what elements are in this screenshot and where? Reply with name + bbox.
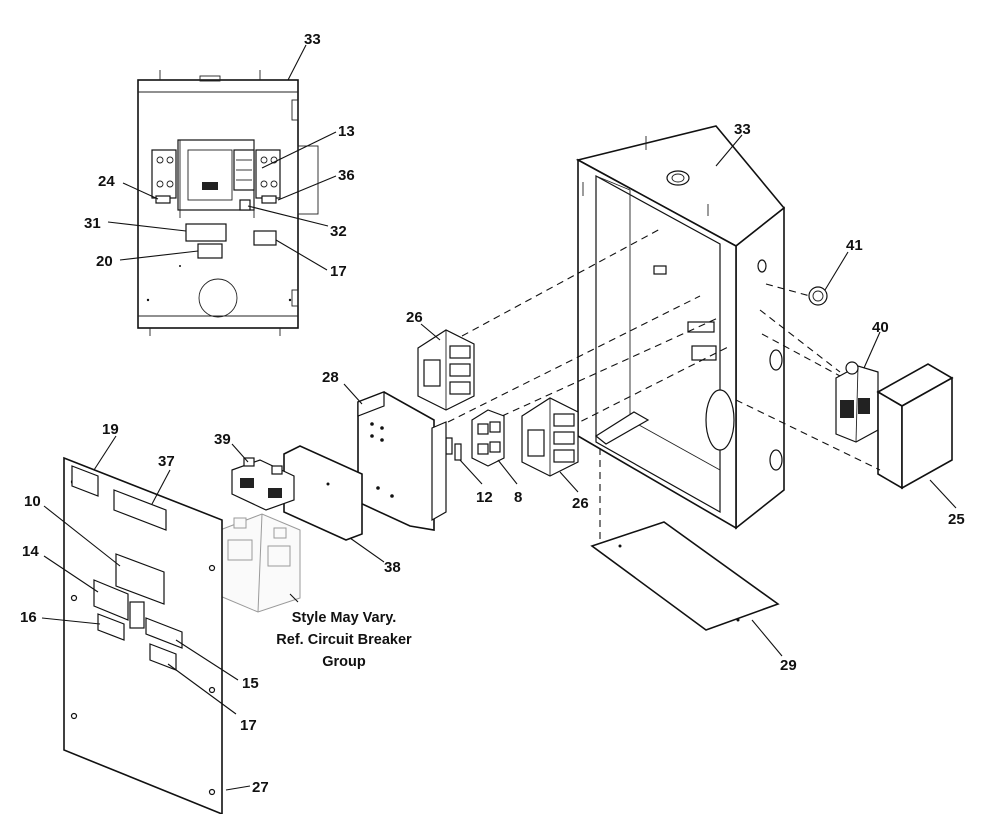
connector-26-upper: [417, 329, 475, 411]
callout-41: 41: [846, 237, 863, 254]
top-knockout: [666, 170, 690, 186]
connector-26-lower: [521, 397, 579, 477]
circuit-breaker-style-varies: [219, 513, 301, 613]
right-terminal-block: [255, 149, 281, 199]
fuse-block-8: [471, 409, 505, 467]
callout-labels: 33 13 24 36 31 32 20 17 33 41 40 26 28 3…: [20, 31, 965, 796]
back-knockout: [705, 389, 735, 451]
callout-29: 29: [780, 657, 797, 674]
callout-17-top: 17: [330, 263, 347, 280]
callout-14: 14: [22, 543, 39, 560]
label-37: [113, 489, 167, 531]
box-cover-25: [876, 363, 954, 490]
style-note: Style May Vary. Ref. Circuit Breaker Gro…: [276, 610, 412, 670]
assembled-front-view: [137, 70, 319, 336]
callout-10: 10: [24, 493, 41, 510]
callout-15: 15: [242, 675, 259, 692]
callout-39: 39: [214, 431, 231, 448]
leaders-top-left: [107, 44, 337, 271]
label-16: [97, 613, 125, 641]
label-20: [197, 243, 223, 259]
callout-33-right: 33: [734, 121, 751, 138]
callout-25: 25: [948, 511, 965, 528]
callout-32: 32: [330, 223, 347, 240]
callout-33-top: 33: [304, 31, 321, 48]
callout-24: 24: [98, 173, 115, 190]
terminal-lug-39: [231, 457, 295, 511]
front-panel-27: [63, 456, 223, 814]
callout-36: 36: [338, 167, 355, 184]
label-14: [93, 579, 129, 621]
label-31: [185, 223, 227, 242]
plug-41: [808, 286, 828, 306]
callout-17-bottom: 17: [240, 717, 257, 734]
callout-31: 31: [84, 215, 101, 232]
callout-28: 28: [322, 369, 339, 386]
label-10: [115, 553, 165, 605]
callout-40: 40: [872, 319, 889, 336]
module-40: [835, 361, 879, 443]
note-line-3: Group: [322, 654, 366, 670]
insulator-plate-38: [283, 445, 363, 541]
callout-37: 37: [158, 453, 175, 470]
assembly-dashed-lines: [447, 227, 881, 546]
callout-12: 12: [476, 489, 493, 506]
label-17-top: [253, 230, 277, 246]
front-panel-outline: [63, 456, 223, 814]
callout-19: 19: [102, 421, 119, 438]
bracket-28: [357, 391, 447, 531]
conduit-knockout: [198, 278, 238, 318]
callout-27: 27: [252, 779, 269, 796]
note-line-1: Style May Vary.: [292, 610, 397, 626]
label-15: [145, 617, 183, 649]
enclosure-33: [575, 125, 786, 530]
callout-16: 16: [20, 609, 37, 626]
callout-26-upper: 26: [406, 309, 423, 326]
callout-13: 13: [338, 123, 355, 140]
note-line-2: Ref. Circuit Breaker: [276, 632, 412, 648]
callout-20: 20: [96, 253, 113, 270]
callout-38: 38: [384, 559, 401, 576]
left-terminal-block: [151, 149, 177, 199]
callout-8: 8: [514, 489, 522, 506]
label-19: [71, 465, 99, 497]
leaders-front-panel: [41, 435, 251, 791]
fuses-12: [445, 437, 462, 461]
callout-26-lower: 26: [572, 495, 589, 512]
bottom-plate-29: [590, 521, 780, 631]
